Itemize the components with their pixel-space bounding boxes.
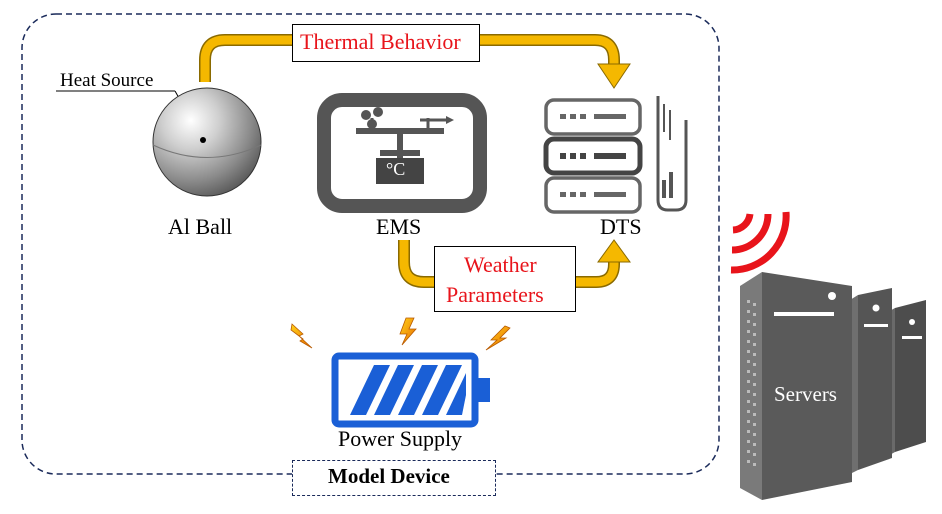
servers-label: Servers xyxy=(774,382,837,406)
sphere-icon xyxy=(152,87,262,197)
power-supply-label: Power Supply xyxy=(338,426,463,451)
dts-label: DTS xyxy=(600,214,642,239)
model-device-label: Model Device xyxy=(328,464,450,488)
thermal-behavior-label: Thermal Behavior xyxy=(300,29,461,54)
wireless-signal-icon xyxy=(730,211,790,274)
lightning-icon xyxy=(290,317,511,351)
ems-label: EMS xyxy=(376,214,422,239)
weather-station-icon xyxy=(317,93,487,213)
model-device-box xyxy=(292,460,496,496)
server-tower-icon xyxy=(740,272,926,500)
weather-line1-label: Weather xyxy=(464,252,537,277)
weather-line2-label: Parameters xyxy=(446,282,544,307)
weather-parameters-box xyxy=(434,246,576,312)
server-rack-icon xyxy=(543,96,688,214)
thermal-behavior-box xyxy=(292,24,480,62)
battery-icon xyxy=(331,352,490,428)
al-ball-label: Al Ball xyxy=(168,214,233,239)
heat-source-label: Heat Source xyxy=(60,70,154,91)
celsius-label: °C xyxy=(386,159,406,179)
